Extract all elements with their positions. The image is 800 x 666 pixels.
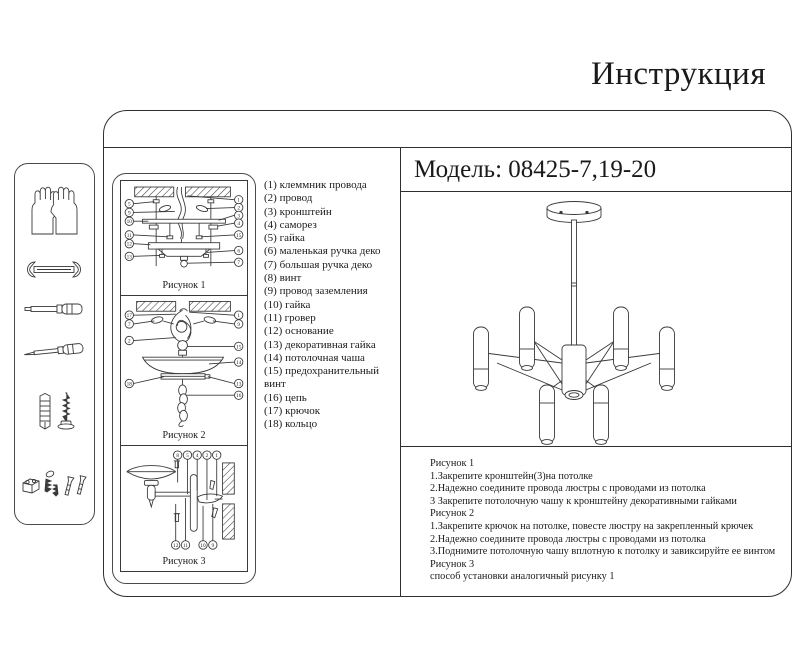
part-item: (15) предохранительный винт [264,365,380,391]
figure-2-caption: Рисунок 2 [162,429,206,441]
svg-text:5: 5 [186,453,189,459]
part-item: (5) гайка [264,232,305,245]
svg-text:4: 4 [196,453,199,459]
part-item: (7) большая ручка деко [264,258,373,271]
svg-text:13: 13 [127,254,133,260]
svg-text:4: 4 [237,221,240,227]
chandelier-illustration [473,201,675,445]
flat-screwdriver-icon [24,303,83,315]
svg-text:1: 1 [237,313,240,319]
instruction-sheet: 5 9 10 11 12 13 1 2 3 4 15 6 7 Рисунок 1 [103,110,792,597]
instruction-line: Рисунок 3 [430,558,475,570]
svg-text:11: 11 [183,543,188,549]
svg-text:3: 3 [237,213,240,219]
figure-2: 17 7 2 18 1 9 15 14 13 16 Рисунок 2 [120,294,248,446]
svg-text:8: 8 [176,453,179,459]
lamp-tubes [473,306,675,445]
part-item: (13) декоративная гайка [264,338,376,351]
part-item: (18) кольцо [264,418,318,431]
header-divider [104,147,791,148]
figure-3-caption: Рисунок 3 [162,555,206,567]
svg-text:2: 2 [237,205,240,211]
figure-3-callouts: 8 5 4 2 1 12 11 10 9 [171,450,222,550]
instruction-line: 3.Поднимите потолочную чашу вплотную к п… [430,546,776,558]
wrench-icon [27,261,81,278]
instruction-line: Рисунок 2 [430,508,475,520]
instruction-line: 2.Надежно соедините провода люстры с про… [430,533,706,545]
part-item: (9) провод заземления [264,285,368,298]
svg-text:7: 7 [128,322,131,328]
figure-2-drawing: 17 7 2 18 1 9 15 14 13 16 [124,300,244,427]
figure-1-callouts: 5 9 10 11 12 13 1 2 3 4 15 6 7 [124,195,244,267]
part-item: (1) клеммник провода [264,179,367,191]
instruction-line: 1.Закрепите кронштейн(3)на потолке [430,470,593,482]
model-header: Модель: 08425-7,19-20 [400,147,791,192]
svg-text:6: 6 [237,248,240,254]
svg-text:10: 10 [127,219,133,225]
tools-panel [14,163,95,525]
svg-text:16: 16 [236,393,242,399]
figures-panel: 5 9 10 11 12 13 1 2 3 4 15 6 7 Рисунок 1 [112,173,256,584]
figure-1-caption: Рисунок 1 [162,280,206,291]
part-item: (2) провод [264,192,313,205]
part-item: (3) кронштейн [264,205,332,218]
svg-text:15: 15 [236,344,242,350]
assembly-instructions: Рисунок 1 1.Закрепите кронштейн(3)на пот… [400,446,791,596]
svg-text:11: 11 [127,233,132,239]
part-item: (14) потолочная чаша [264,351,365,364]
figure-1: 5 9 10 11 12 13 1 2 3 4 15 6 7 Рисунок 1 [120,180,248,296]
instruction-line: 3 Закрепите потолочную чашу к кронштейну… [430,495,737,507]
part-item: (4) саморез [264,218,317,231]
instruction-line: 1.Закрепите крючок на потолке, повесте л… [430,520,754,532]
svg-text:9: 9 [128,210,131,216]
svg-text:17: 17 [127,313,133,319]
svg-text:2: 2 [206,453,209,459]
fasteners-set-icon [22,470,87,497]
svg-text:9: 9 [211,543,214,549]
pointed-screwdriver-icon [24,343,84,356]
part-item: (8) винт [264,272,302,285]
instruction-line: 2.Надежно соедините провода люстры с про… [430,483,706,495]
svg-text:1: 1 [215,453,218,459]
svg-text:13: 13 [236,381,242,387]
model-label: Модель: 08425-7,19-20 [414,156,657,183]
part-item: (10) гайка [264,298,311,311]
page-title: Инструкция [590,56,766,92]
instruction-line: способ установки аналогичный рисунку 1 [430,571,615,583]
svg-text:15: 15 [236,233,242,239]
part-item: (11) гровер [264,311,316,324]
part-item: (16) цепь [264,391,307,404]
part-item: (17) крючок [264,405,321,418]
figure-3-drawing: 8 5 4 2 1 12 11 10 9 [126,450,235,550]
svg-text:12: 12 [173,543,179,549]
svg-text:9: 9 [237,322,240,328]
part-item: (6) маленькая ручка деко [264,245,381,258]
parts-list: (1) клеммник провода (2) провод (3) крон… [264,179,401,432]
figure-2-callouts: 17 7 2 18 1 9 15 14 13 16 [124,310,244,400]
svg-text:10: 10 [200,543,206,549]
svg-text:7: 7 [237,260,240,266]
gloves-icon [31,186,78,235]
svg-text:14: 14 [236,360,242,366]
anchor-and-screw-icon [39,392,75,430]
figure-1-drawing: 5 9 10 11 12 13 1 2 3 4 15 6 7 [124,186,244,268]
part-item: (12) основание [264,325,334,338]
vertical-divider [400,147,401,596]
figure-3: 8 5 4 2 1 12 11 10 9 Рисунок 3 [120,444,248,572]
svg-text:2: 2 [128,338,131,344]
svg-text:18: 18 [127,381,133,387]
instruction-line: Рисунок 1 [430,458,475,469]
svg-text:12: 12 [127,242,133,248]
svg-text:5: 5 [128,202,131,208]
svg-text:1: 1 [237,198,240,204]
